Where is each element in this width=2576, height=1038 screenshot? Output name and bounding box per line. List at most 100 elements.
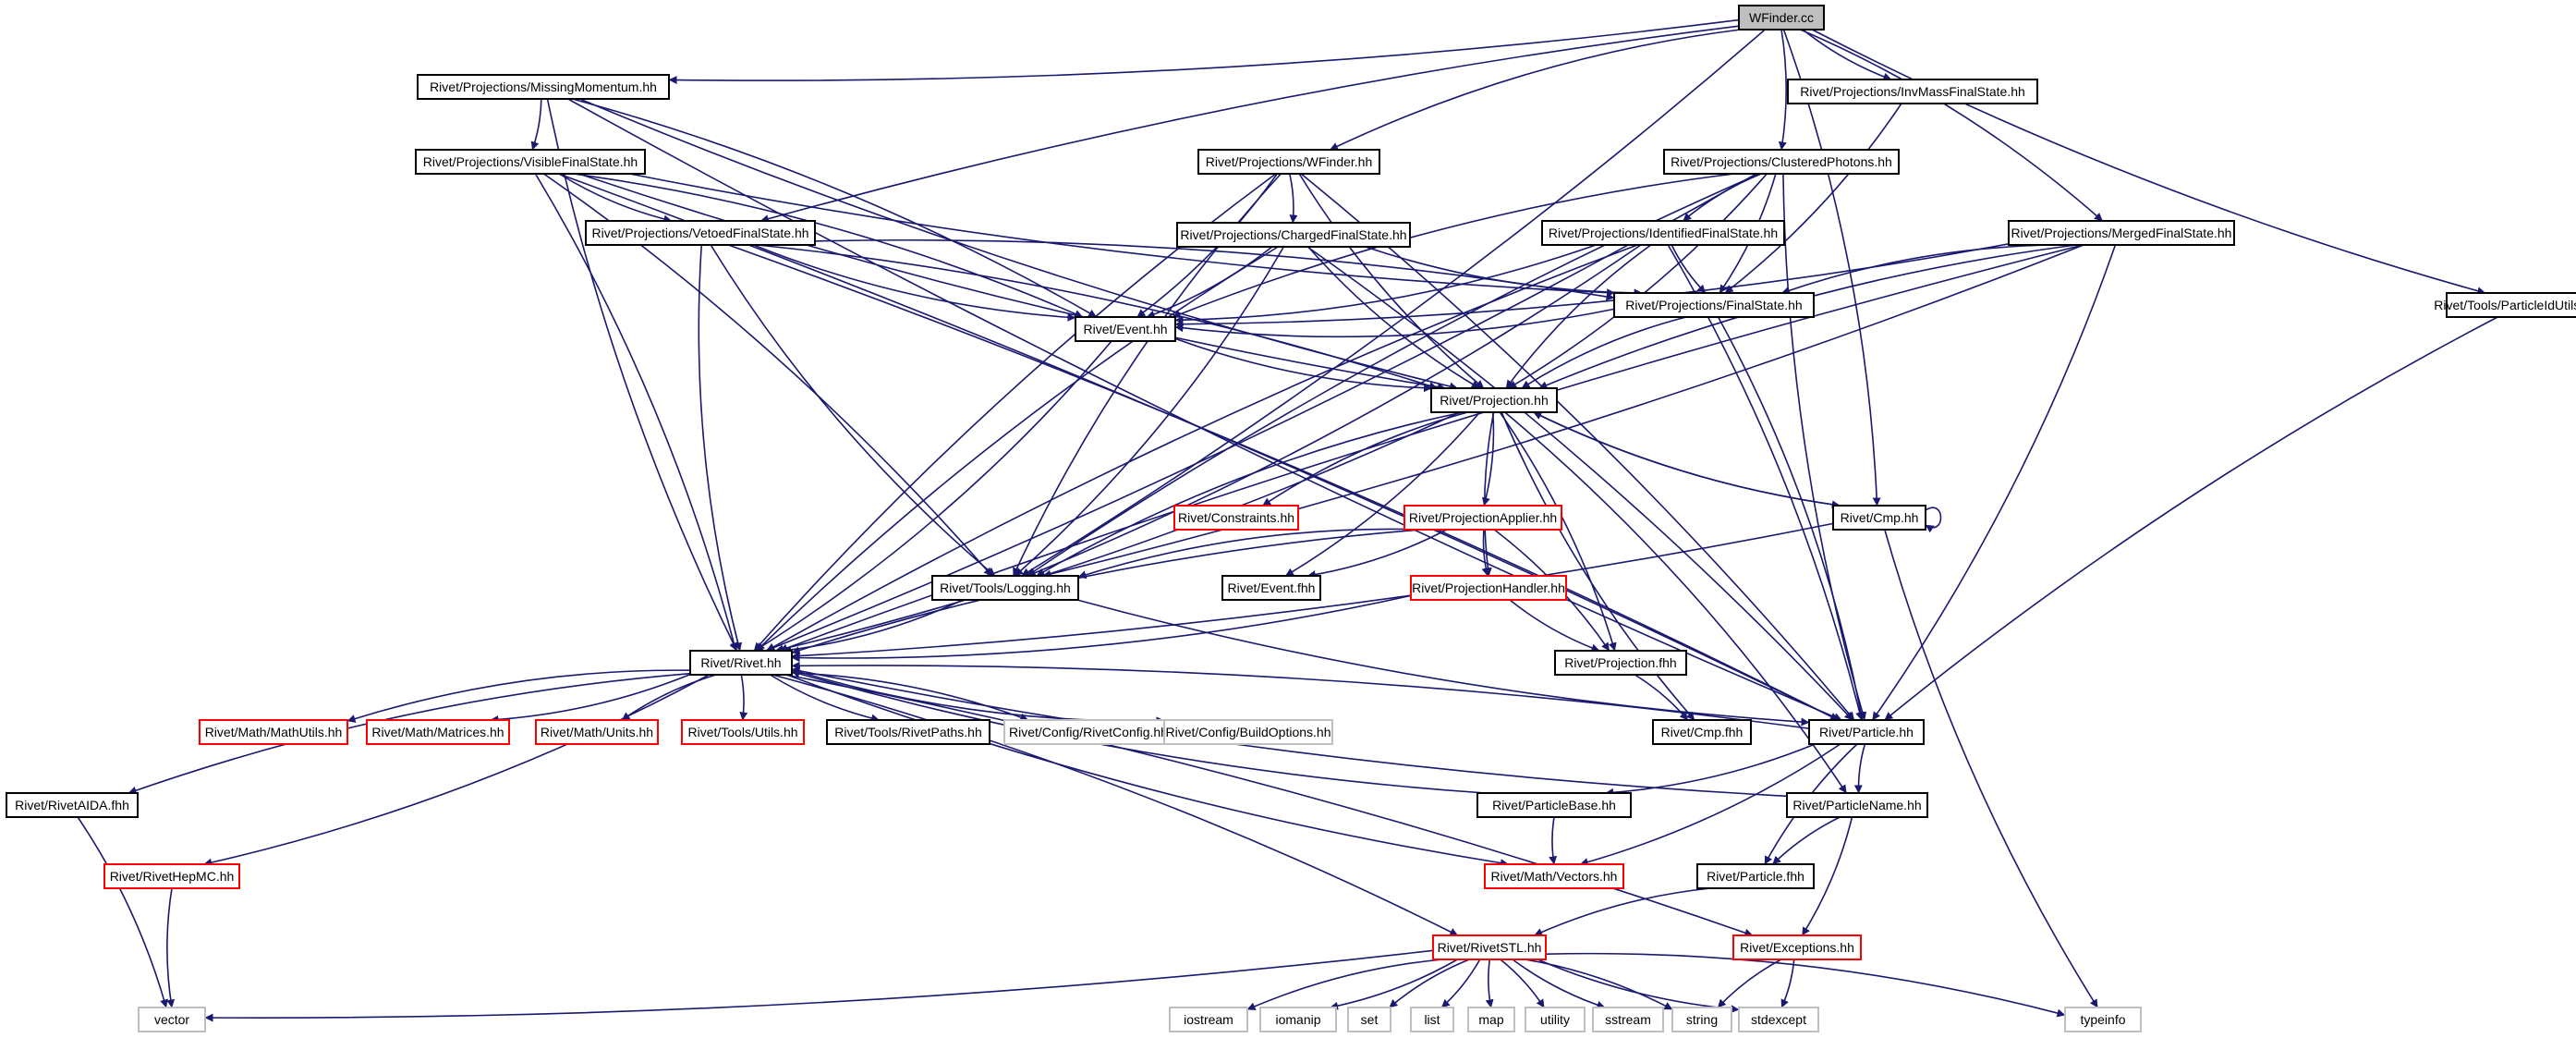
node-rivethepmc[interactable]: Rivet/RivetHepMC.hh — [103, 863, 240, 889]
node-label: set — [1361, 1012, 1379, 1027]
node-constraints[interactable]: Rivet/Constraints.hh — [1173, 505, 1299, 531]
node-particle_fhh[interactable]: Rivet/Particle.fhh — [1696, 863, 1815, 889]
node-clustered[interactable]: Rivet/Projections/ClusteredPhotons.hh — [1663, 149, 1900, 175]
edge-visiblefs-to-projection_hh — [578, 173, 1446, 392]
node-rivetstl[interactable]: Rivet/RivetSTL.hh — [1432, 934, 1547, 960]
edge-clustered-to-identifiedfs — [1683, 173, 1762, 222]
node-box — [1410, 1007, 1454, 1032]
edge-particle_hh-to-particlebase — [1605, 743, 1816, 797]
node-label: Rivet/Exceptions.hh — [1740, 940, 1854, 955]
node-cmp_fhh[interactable]: Rivet/Cmp.fhh — [1652, 719, 1752, 745]
edge-identifiedfs-to-finalstate — [1671, 244, 1707, 294]
edge-mergedfs-to-finalstate — [1781, 244, 2054, 295]
node-box — [103, 863, 240, 889]
node-missingmomentum[interactable]: Rivet/Projections/MissingMomentum.hh — [417, 74, 670, 100]
node-box — [1671, 1007, 1732, 1032]
edge-mergedfs-to-particle_hh — [1871, 244, 2117, 721]
node-box — [1347, 1007, 1391, 1032]
edge-rivet_hh-to-vectors — [786, 674, 1509, 868]
node-label: list — [1424, 1012, 1440, 1027]
edge-projapplier-to-rivet_hh — [791, 529, 1422, 654]
edge-particle_hh-to-rivet_hh — [791, 661, 1810, 729]
node-toolsutils[interactable]: Rivet/Tools/Utils.hh — [681, 719, 805, 745]
edge-vetoedfs-to-projection_hh — [757, 244, 1438, 390]
dependency-edges — [77, 18, 2498, 1022]
node-rivet_hh[interactable]: Rivet/Rivet.hh — [689, 650, 793, 676]
node-label: Rivet/Math/Vectors.hh — [1491, 869, 1618, 884]
edge-wfinder_hh-to-chargedfs — [1289, 173, 1298, 224]
node-particle_hh[interactable]: Rivet/Particle.hh — [1808, 719, 1925, 745]
edge-particlename-to-particle_fhh — [1772, 816, 1841, 865]
node-matrices[interactable]: Rivet/Math/Matrices.hh — [366, 719, 510, 745]
node-box — [1541, 220, 1785, 246]
node-rivetpaths[interactable]: Rivet/Tools/RivetPaths.hh — [826, 719, 990, 745]
edge-rivet_hh-to-rivetstl — [772, 674, 1459, 936]
edge-wfinder_cc-to-particleidutils — [1811, 29, 2486, 296]
node-cmp_hh[interactable]: Rivet/Cmp.hh — [1832, 505, 1926, 531]
node-box — [681, 719, 805, 745]
node-label: Rivet/ProjectionHandler.hh — [1412, 580, 1565, 595]
node-rivetaida[interactable]: Rivet/RivetAIDA.fhh — [6, 792, 139, 818]
node-projection_hh[interactable]: Rivet/Projection.hh — [1430, 387, 1558, 413]
node-event_fhh[interactable]: Rivet/Event.fhh — [1221, 575, 1321, 601]
edge-visiblefs-to-finalstate — [629, 173, 1616, 298]
node-label: Rivet/RivetHepMC.hh — [110, 869, 235, 884]
node-logging[interactable]: Rivet/Tools/Logging.hh — [931, 575, 1079, 601]
edge-projapplier-to-projhandler — [1481, 529, 1490, 577]
edge-rivetstl-to-utility — [1500, 959, 1545, 1008]
edge-missingmomentum-to-particle_hh — [567, 98, 1842, 721]
edge-particle_hh-to-particlename — [1853, 743, 1866, 794]
node-projection_fhh[interactable]: Rivet/Projection.fhh — [1554, 650, 1687, 676]
edge-wfinder_hh-to-projection_hh — [1298, 173, 1485, 389]
edge-projapplier-to-logging — [1077, 528, 1405, 580]
node-label: Rivet/Cmp.fhh — [1661, 725, 1744, 739]
node-mathutils[interactable]: Rivet/Math/MathUtils.hh — [199, 719, 348, 745]
node-wfinder_cc[interactable]: WFinder.cc — [1738, 5, 1825, 31]
node-identifiedfs[interactable]: Rivet/Projections/IdentifiedFinalState.h… — [1541, 220, 1785, 246]
node-label: Rivet/RivetSTL.hh — [1438, 940, 1542, 955]
edge-finalstate-to-projection_hh — [1521, 316, 1687, 389]
node-typeinfo: typeinfo — [2064, 1007, 2142, 1032]
node-label: Rivet/Projections/ChargedFinalState.hh — [1180, 227, 1406, 242]
edge-rivetstl-to-string — [1525, 959, 1673, 1010]
edge-rivetstl-to-set — [1389, 959, 1470, 1008]
node-label: Rivet/ProjectionApplier.hh — [1409, 510, 1557, 525]
node-label: Rivet/Config/RivetConfig.hh — [1009, 725, 1168, 739]
edge-visiblefs-to-event_hh — [573, 173, 1084, 318]
edge-particlebase-to-rivet_hh — [791, 669, 1486, 794]
node-visiblefs[interactable]: Rivet/Projections/VisibleFinalState.hh — [415, 149, 646, 175]
edge-mergedfs-to-event_hh — [1174, 243, 2010, 329]
node-label: Rivet/Projections/IdentifiedFinalState.h… — [1549, 226, 1778, 240]
edge-projection_hh-to-logging — [1036, 411, 1464, 577]
edge-projection_hh-to-particlename — [1504, 411, 1847, 794]
edge-visiblefs-to-vetoedfs — [558, 173, 673, 224]
node-projhandler[interactable]: Rivet/ProjectionHandler.hh — [1410, 575, 1567, 601]
node-event_hh[interactable]: Rivet/Event.hh — [1075, 316, 1176, 342]
node-particlename[interactable]: Rivet/ParticleName.hh — [1786, 792, 1928, 818]
node-projapplier[interactable]: Rivet/ProjectionApplier.hh — [1403, 505, 1562, 531]
node-units[interactable]: Rivet/Math/Units.hh — [535, 719, 659, 745]
node-box — [585, 220, 816, 246]
node-finalstate[interactable]: Rivet/Projections/FinalState.hh — [1613, 292, 1815, 318]
node-mergedfs[interactable]: Rivet/Projections/MergedFinalState.hh — [2008, 220, 2235, 246]
node-box — [415, 149, 646, 175]
node-box — [1163, 719, 1333, 745]
edge-cmp_hh-to-cmp_hh — [1925, 507, 1942, 533]
node-label: Rivet/Particle.fhh — [1707, 869, 1804, 884]
edge-wfinder_cc-to-clustered — [1778, 29, 1787, 151]
node-box — [1410, 575, 1567, 601]
node-particleidutils[interactable]: Rivet/Tools/ParticleIdUtils.hh — [2434, 292, 2576, 318]
node-exceptions[interactable]: Rivet/Exceptions.hh — [1732, 934, 1862, 960]
node-vetoedfs[interactable]: Rivet/Projections/VetoedFinalState.hh — [585, 220, 816, 246]
node-utility: utility — [1525, 1007, 1586, 1032]
node-label: Rivet/Rivet.hh — [700, 655, 781, 670]
node-wfinder_hh[interactable]: Rivet/Projections/WFinder.hh — [1197, 149, 1380, 175]
node-box — [1808, 719, 1925, 745]
node-vectors[interactable]: Rivet/Math/Vectors.hh — [1484, 863, 1624, 889]
node-chargedfs[interactable]: Rivet/Projections/ChargedFinalState.hh — [1176, 222, 1411, 248]
node-particlebase[interactable]: Rivet/ParticleBase.hh — [1476, 792, 1632, 818]
node-set: set — [1347, 1007, 1391, 1032]
node-box — [1738, 5, 1825, 31]
node-invmass[interactable]: Rivet/Projections/InvMassFinalState.hh — [1787, 79, 2038, 104]
